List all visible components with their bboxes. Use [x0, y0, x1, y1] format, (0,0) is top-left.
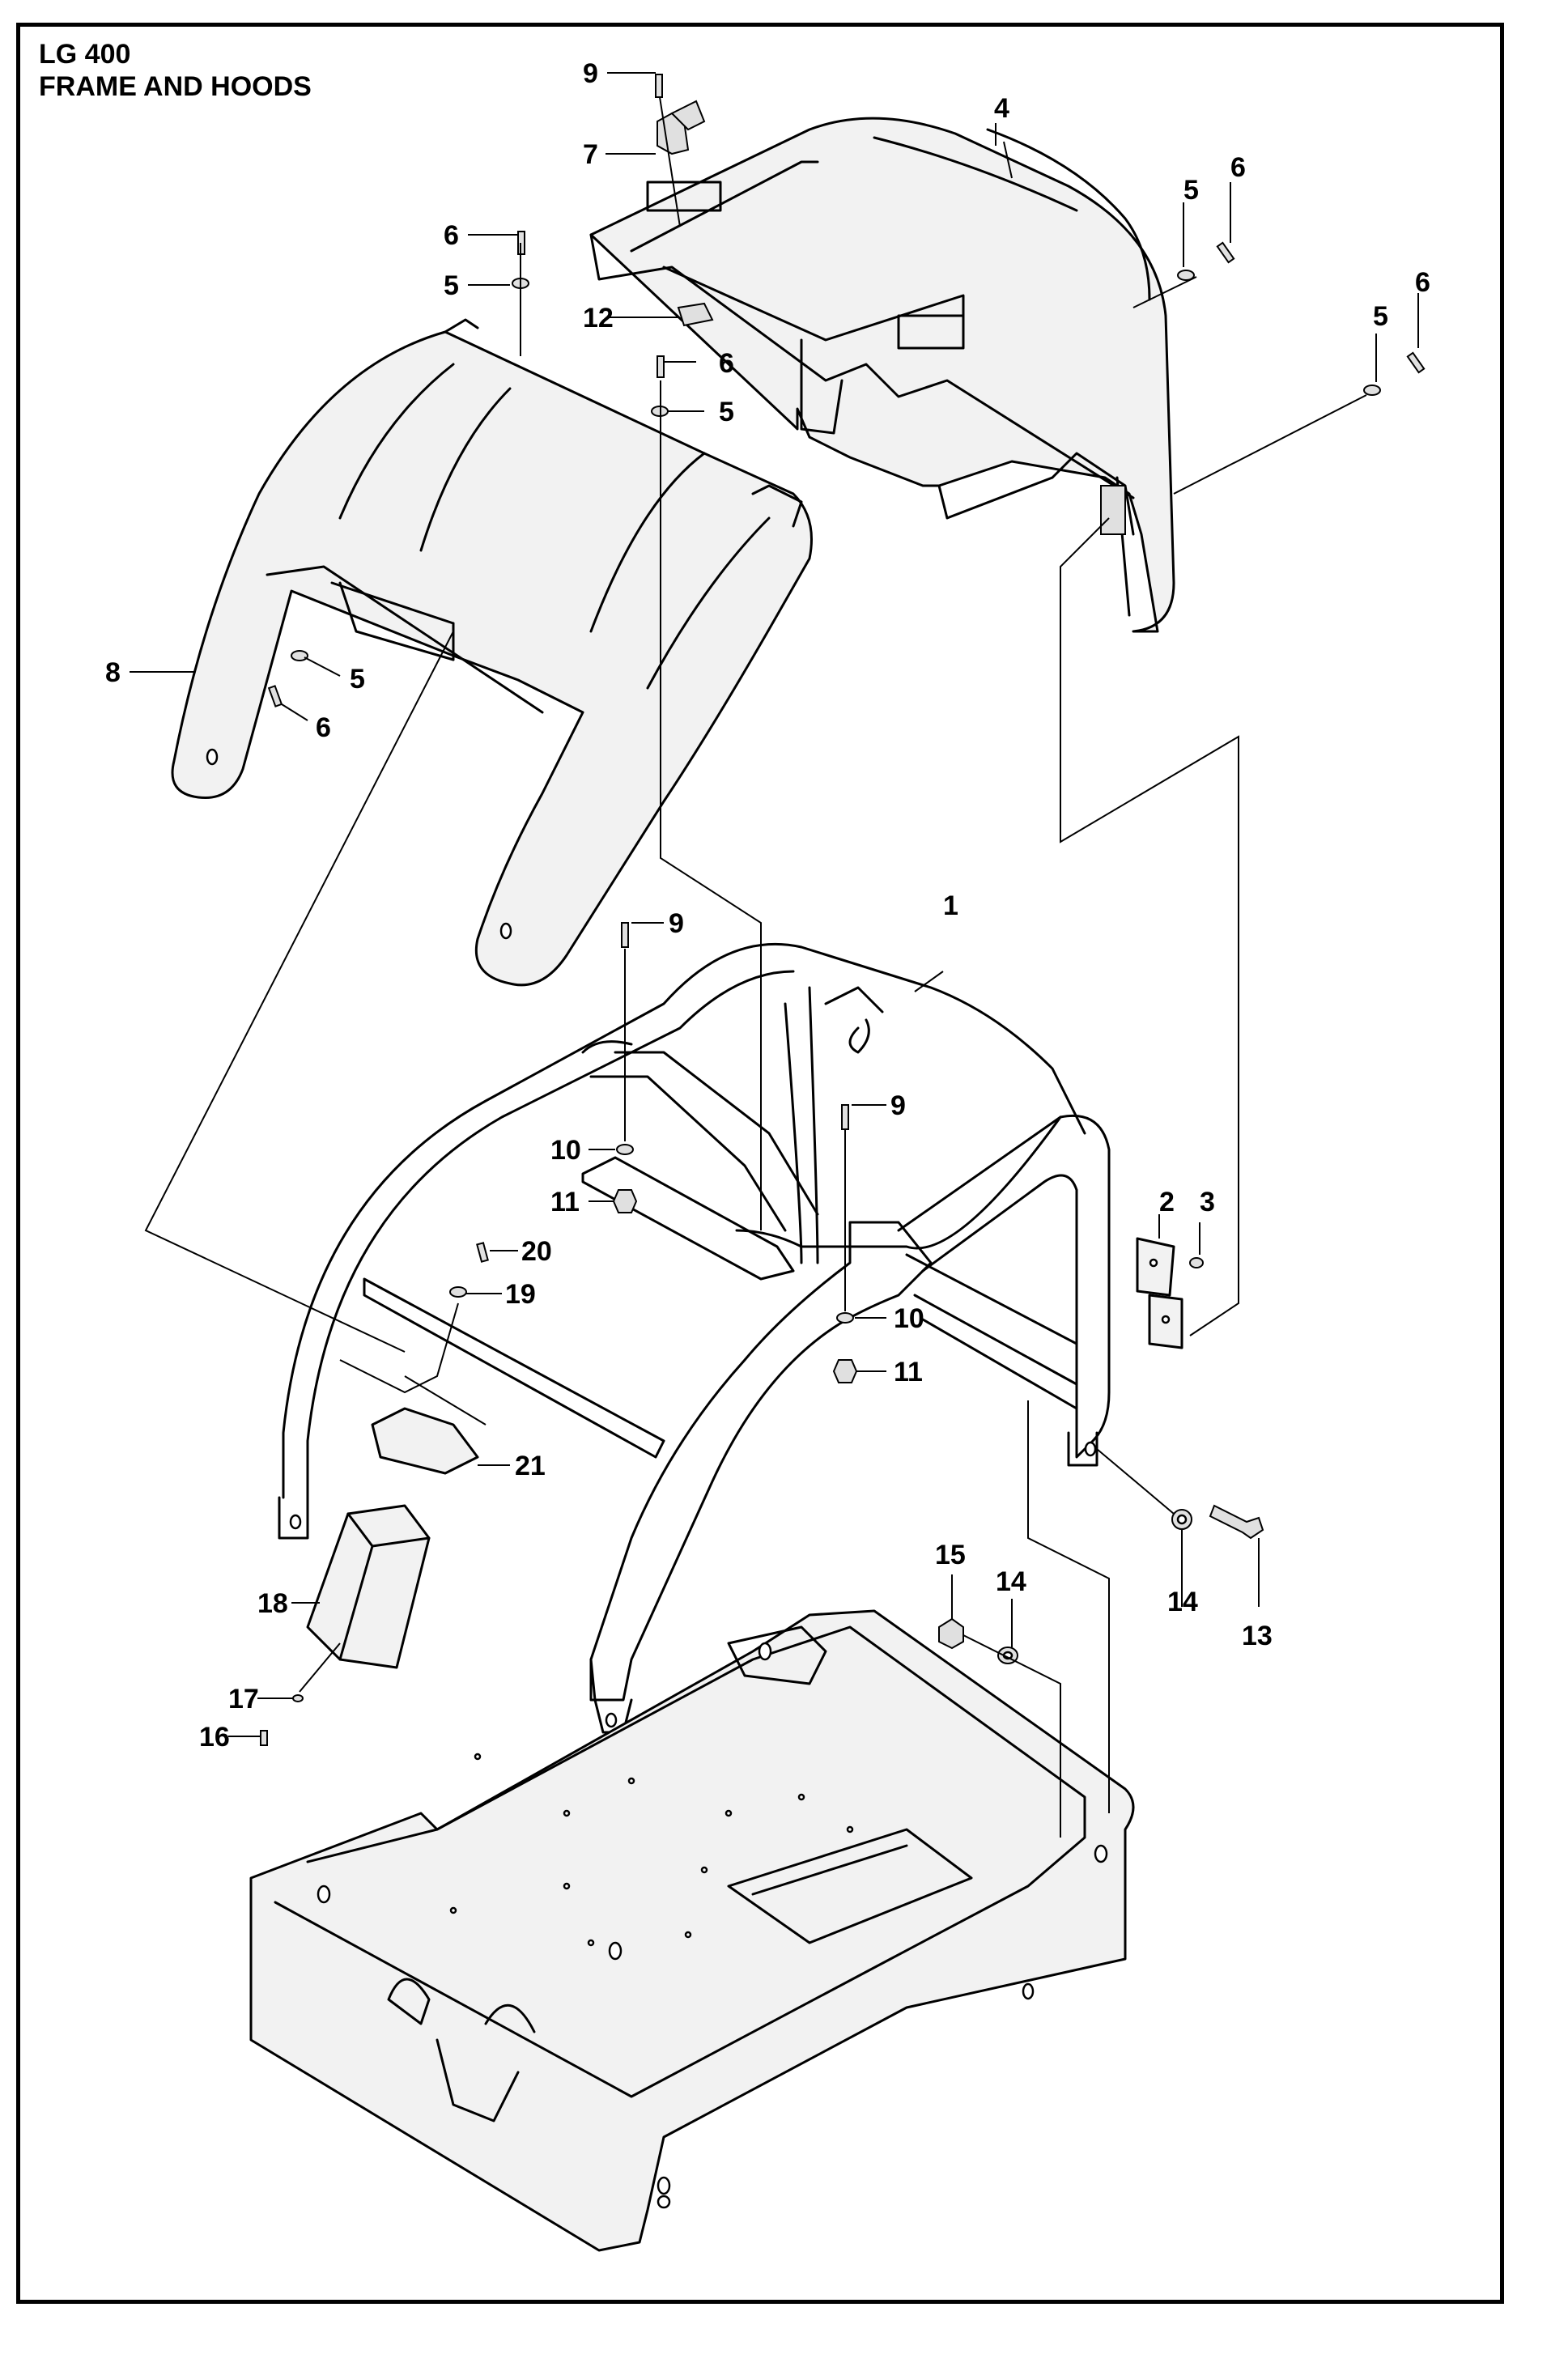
screw-6-right-b	[1406, 351, 1426, 374]
callout-8: 8	[105, 657, 121, 688]
washer-5-right-a	[1177, 270, 1195, 281]
callout-5-e: 5	[350, 664, 365, 695]
washer-10-b	[836, 1312, 854, 1324]
callout-21: 21	[515, 1451, 546, 1481]
part-frame	[278, 942, 1111, 1734]
part-box	[306, 1504, 431, 1669]
callout-6-b: 6	[1415, 267, 1430, 298]
nut-15	[938, 1617, 964, 1650]
nut-11-a	[612, 1189, 638, 1213]
bolt-13	[1209, 1504, 1264, 1540]
callout-2: 2	[1159, 1187, 1175, 1217]
callout-17: 17	[228, 1684, 259, 1715]
callout-4: 4	[994, 93, 1009, 124]
diagram-model-title: LG 400	[39, 39, 131, 70]
screw-3	[1189, 1257, 1204, 1268]
callout-14-a: 14	[1167, 1587, 1198, 1617]
callout-10-a: 10	[550, 1135, 581, 1166]
screw-6-right-a	[1216, 241, 1235, 264]
callout-14-b: 14	[996, 1566, 1026, 1597]
screw-6-mid	[657, 355, 665, 378]
callout-5-c: 5	[444, 270, 459, 301]
bracket-12	[677, 302, 714, 327]
callout-18: 18	[257, 1588, 288, 1619]
part-rear-hood	[171, 318, 813, 987]
callout-6-c: 6	[444, 220, 459, 251]
callout-6-d: 6	[719, 348, 734, 379]
washer-5-right-b	[1363, 385, 1381, 396]
washer-19	[449, 1286, 467, 1298]
callout-20: 20	[521, 1236, 552, 1267]
screw-9-a	[621, 922, 629, 948]
callout-10-b: 10	[894, 1303, 924, 1334]
washer-17	[292, 1694, 304, 1702]
leader-lines	[130, 72, 1419, 1838]
part-hinge	[1136, 1237, 1183, 1349]
callout-1: 1	[943, 890, 958, 921]
callout-13: 13	[1242, 1621, 1273, 1651]
part-front-hood	[589, 117, 1175, 633]
callout-6-a: 6	[1230, 152, 1246, 183]
washer-5-left	[291, 650, 308, 661]
part-bracket	[371, 1407, 479, 1475]
callout-15: 15	[935, 1540, 966, 1570]
callout-9-c: 9	[890, 1090, 906, 1121]
screw-16	[260, 1730, 268, 1746]
screw-6-left	[267, 685, 283, 707]
callout-16: 16	[199, 1722, 230, 1753]
screw-20	[476, 1242, 489, 1263]
callout-3: 3	[1200, 1187, 1215, 1217]
screw-9-b	[841, 1104, 849, 1130]
callout-11-a: 11	[550, 1187, 580, 1217]
callout-5-b: 5	[1373, 301, 1388, 332]
callout-19: 19	[505, 1279, 536, 1310]
callout-9-b: 9	[669, 908, 684, 939]
screw-9-top	[655, 74, 663, 98]
callout-5-d: 5	[719, 397, 734, 427]
callout-9-a: 9	[583, 58, 598, 89]
callout-6-e: 6	[316, 712, 331, 743]
washer-10-a	[616, 1144, 634, 1155]
diagram-section-title: FRAME AND HOODS	[39, 71, 312, 102]
callout-labels: 1 2 3 4 5 5 5 5 5 6 6 6 6 6 7 8 9 9 9 10…	[105, 58, 1430, 1753]
callout-11-b: 11	[894, 1357, 923, 1387]
callout-5-a: 5	[1183, 175, 1199, 206]
fasteners	[260, 74, 1426, 1746]
callout-12: 12	[583, 303, 614, 334]
nut-11-b	[832, 1359, 858, 1383]
part-base-plate	[249, 1609, 1135, 2252]
callout-7: 7	[583, 139, 598, 170]
